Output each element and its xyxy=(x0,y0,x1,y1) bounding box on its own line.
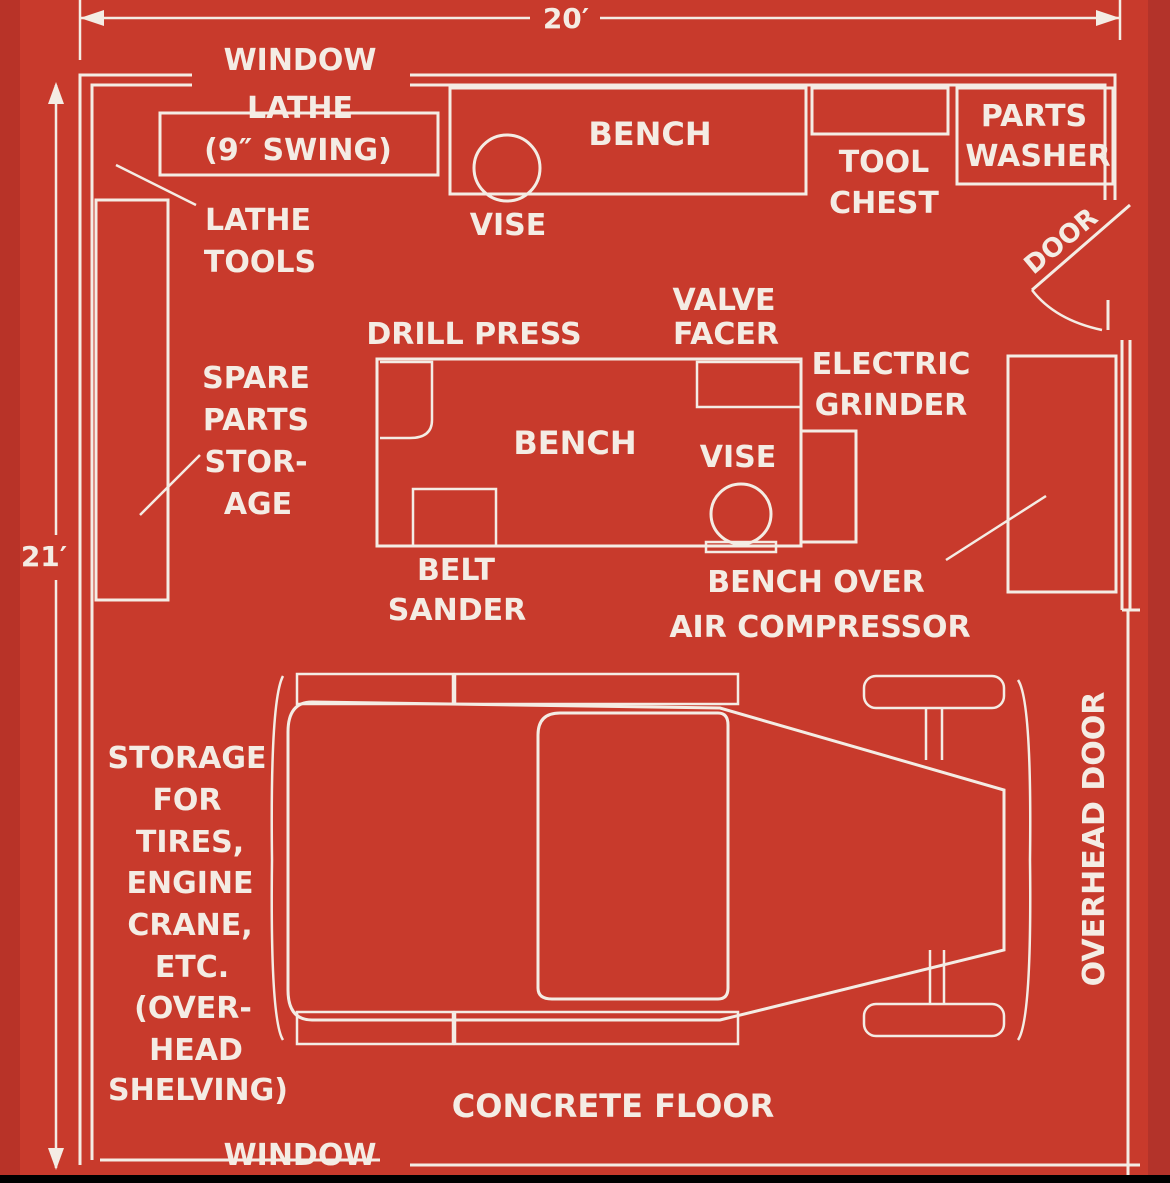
car-rear-tire-bottom xyxy=(295,1010,455,1046)
storage-label-line1: STORAGE xyxy=(107,741,266,776)
car-front-fender-bottom xyxy=(453,1010,740,1046)
parts-washer xyxy=(955,86,1115,186)
bench-over-compressor-label-line2: AIR COMPRESSOR xyxy=(669,610,970,645)
tool-chest-label-line1: TOOL xyxy=(839,145,930,180)
spare-parts-label-line4: AGE xyxy=(224,487,292,522)
vise-center-label: VISE xyxy=(700,440,776,475)
vise-top-icon xyxy=(472,133,542,203)
bench-over-compressor-label-line1: BENCH OVER xyxy=(707,565,925,600)
drill-press xyxy=(380,360,434,440)
vise-center-icon xyxy=(709,482,773,546)
arrow-left-icon xyxy=(80,10,104,26)
lathe-tools-label-line1: LATHE xyxy=(205,203,311,238)
storage-label-line7: (OVER- xyxy=(134,991,252,1026)
lathe-tools-label-line2: TOOLS xyxy=(204,245,316,280)
spare-parts-label-line3: STOR- xyxy=(204,445,307,480)
arrow-up-icon xyxy=(48,82,64,104)
spare-parts-label-line2: PARTS xyxy=(203,403,309,438)
width-dimension: 20′ xyxy=(78,0,1122,60)
storage-label-line3: TIRES, xyxy=(136,825,244,860)
valve-facer-label-line2: FACER xyxy=(673,317,779,352)
car-front-tire-top xyxy=(862,674,1006,710)
storage-label-line9: SHELVING) xyxy=(108,1073,288,1108)
car-front-axle xyxy=(1016,679,1032,1041)
arrow-right-icon xyxy=(1096,10,1120,26)
car-cockpit xyxy=(536,711,730,1001)
valve-facer-label-line1: VALVE xyxy=(672,283,775,318)
valve-facer xyxy=(695,360,803,409)
compressor-leader xyxy=(945,494,1047,562)
electric-grinder-label-line2: GRINDER xyxy=(815,388,968,423)
vise-center-base xyxy=(704,540,778,554)
storage-label-line8: HEAD xyxy=(149,1033,243,1068)
paper-edge-right xyxy=(1148,0,1170,1175)
spare-parts-leader xyxy=(139,454,201,516)
depth-label: 21′ xyxy=(21,540,67,573)
storage-label-line4: ENGINE xyxy=(127,866,254,901)
garage-walls xyxy=(78,73,1140,1175)
bench-center-label: BENCH xyxy=(513,424,636,462)
car-front-tire-bottom xyxy=(862,1002,1006,1038)
storage-label-line6: ETC. xyxy=(155,950,229,985)
tool-chest xyxy=(810,86,950,136)
car-front-fender-top xyxy=(453,672,740,706)
storage-label-line2: FOR xyxy=(152,783,221,818)
window-bottom-label: WINDOW xyxy=(224,1138,377,1173)
depth-dimension: 21′ xyxy=(21,82,67,1170)
width-label: 20′ xyxy=(543,2,589,35)
belt-sander-label-line1: BELT xyxy=(417,553,496,588)
paper-edge-left xyxy=(0,0,20,1175)
belt-sander-label-line2: SANDER xyxy=(388,593,526,628)
electric-grinder-label-line1: ELECTRIC xyxy=(812,347,971,382)
window-top-label: WINDOW xyxy=(224,43,377,78)
drill-press-label: DRILL PRESS xyxy=(366,317,581,352)
parts-washer-label-line1: PARTS xyxy=(981,99,1087,134)
arrow-down-icon xyxy=(48,1148,64,1170)
lathe-label-line1: LATHE xyxy=(247,91,353,126)
parts-washer-label-line2: WASHER xyxy=(965,139,1110,174)
storage-label-line5: CRANE, xyxy=(127,908,252,943)
lathe-label-line2: (9″ SWING) xyxy=(204,133,392,168)
car-outline xyxy=(270,672,1032,1046)
tool-chest-label-line2: CHEST xyxy=(829,186,939,221)
lathe xyxy=(158,111,440,177)
bench-top-label: BENCH xyxy=(588,115,711,153)
spare-parts-label-line1: SPARE xyxy=(202,361,310,396)
vise-top-label: VISE xyxy=(470,208,546,243)
bench-top xyxy=(448,86,808,196)
overhead-door-label: OVERHEAD DOOR xyxy=(1077,692,1112,987)
belt-sander xyxy=(411,487,498,548)
electric-grinder xyxy=(799,429,858,544)
concrete-floor-label: CONCRETE FLOOR xyxy=(452,1087,774,1125)
lathe-tools-leader xyxy=(115,163,197,207)
bench-over-air-compressor xyxy=(1006,354,1118,594)
